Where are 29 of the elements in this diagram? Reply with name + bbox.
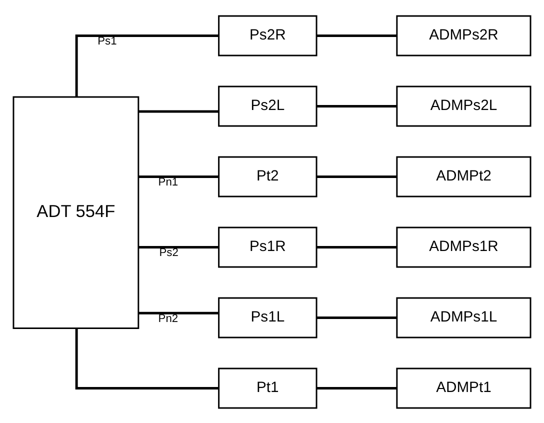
node-box: ADMPs2L — [396, 85, 532, 126]
node-box: Ps2L — [218, 85, 318, 126]
node-box: ADMPs1R — [396, 226, 532, 268]
connector — [316, 386, 397, 389]
node-box: Pt2 — [218, 156, 318, 197]
connector — [138, 175, 219, 178]
connector — [316, 316, 397, 318]
node-box: ADMPt1 — [396, 367, 532, 408]
node-box: ADMPt2 — [396, 156, 532, 197]
node-box: ADMPs2R — [396, 14, 532, 56]
connector — [75, 328, 218, 389]
node-box: ADT 554F — [12, 96, 140, 329]
node-box: Ps2R — [218, 14, 318, 56]
node-box: Pt1 — [218, 367, 318, 408]
edge-label: Ps1 — [98, 35, 117, 48]
node-box: ADMPs1L — [396, 296, 532, 338]
edge-label: Pn2 — [158, 312, 178, 325]
connector — [138, 110, 219, 112]
connector — [316, 175, 397, 178]
edge-label: Ps2 — [159, 246, 178, 259]
node-box: Ps1L — [218, 296, 318, 338]
edge-label: Pn1 — [158, 176, 178, 188]
connector — [138, 246, 219, 248]
connector — [316, 246, 397, 248]
connector — [316, 34, 397, 36]
connector — [75, 34, 218, 96]
connector — [138, 311, 219, 314]
connector — [316, 104, 397, 107]
node-box: Ps1R — [218, 226, 318, 268]
